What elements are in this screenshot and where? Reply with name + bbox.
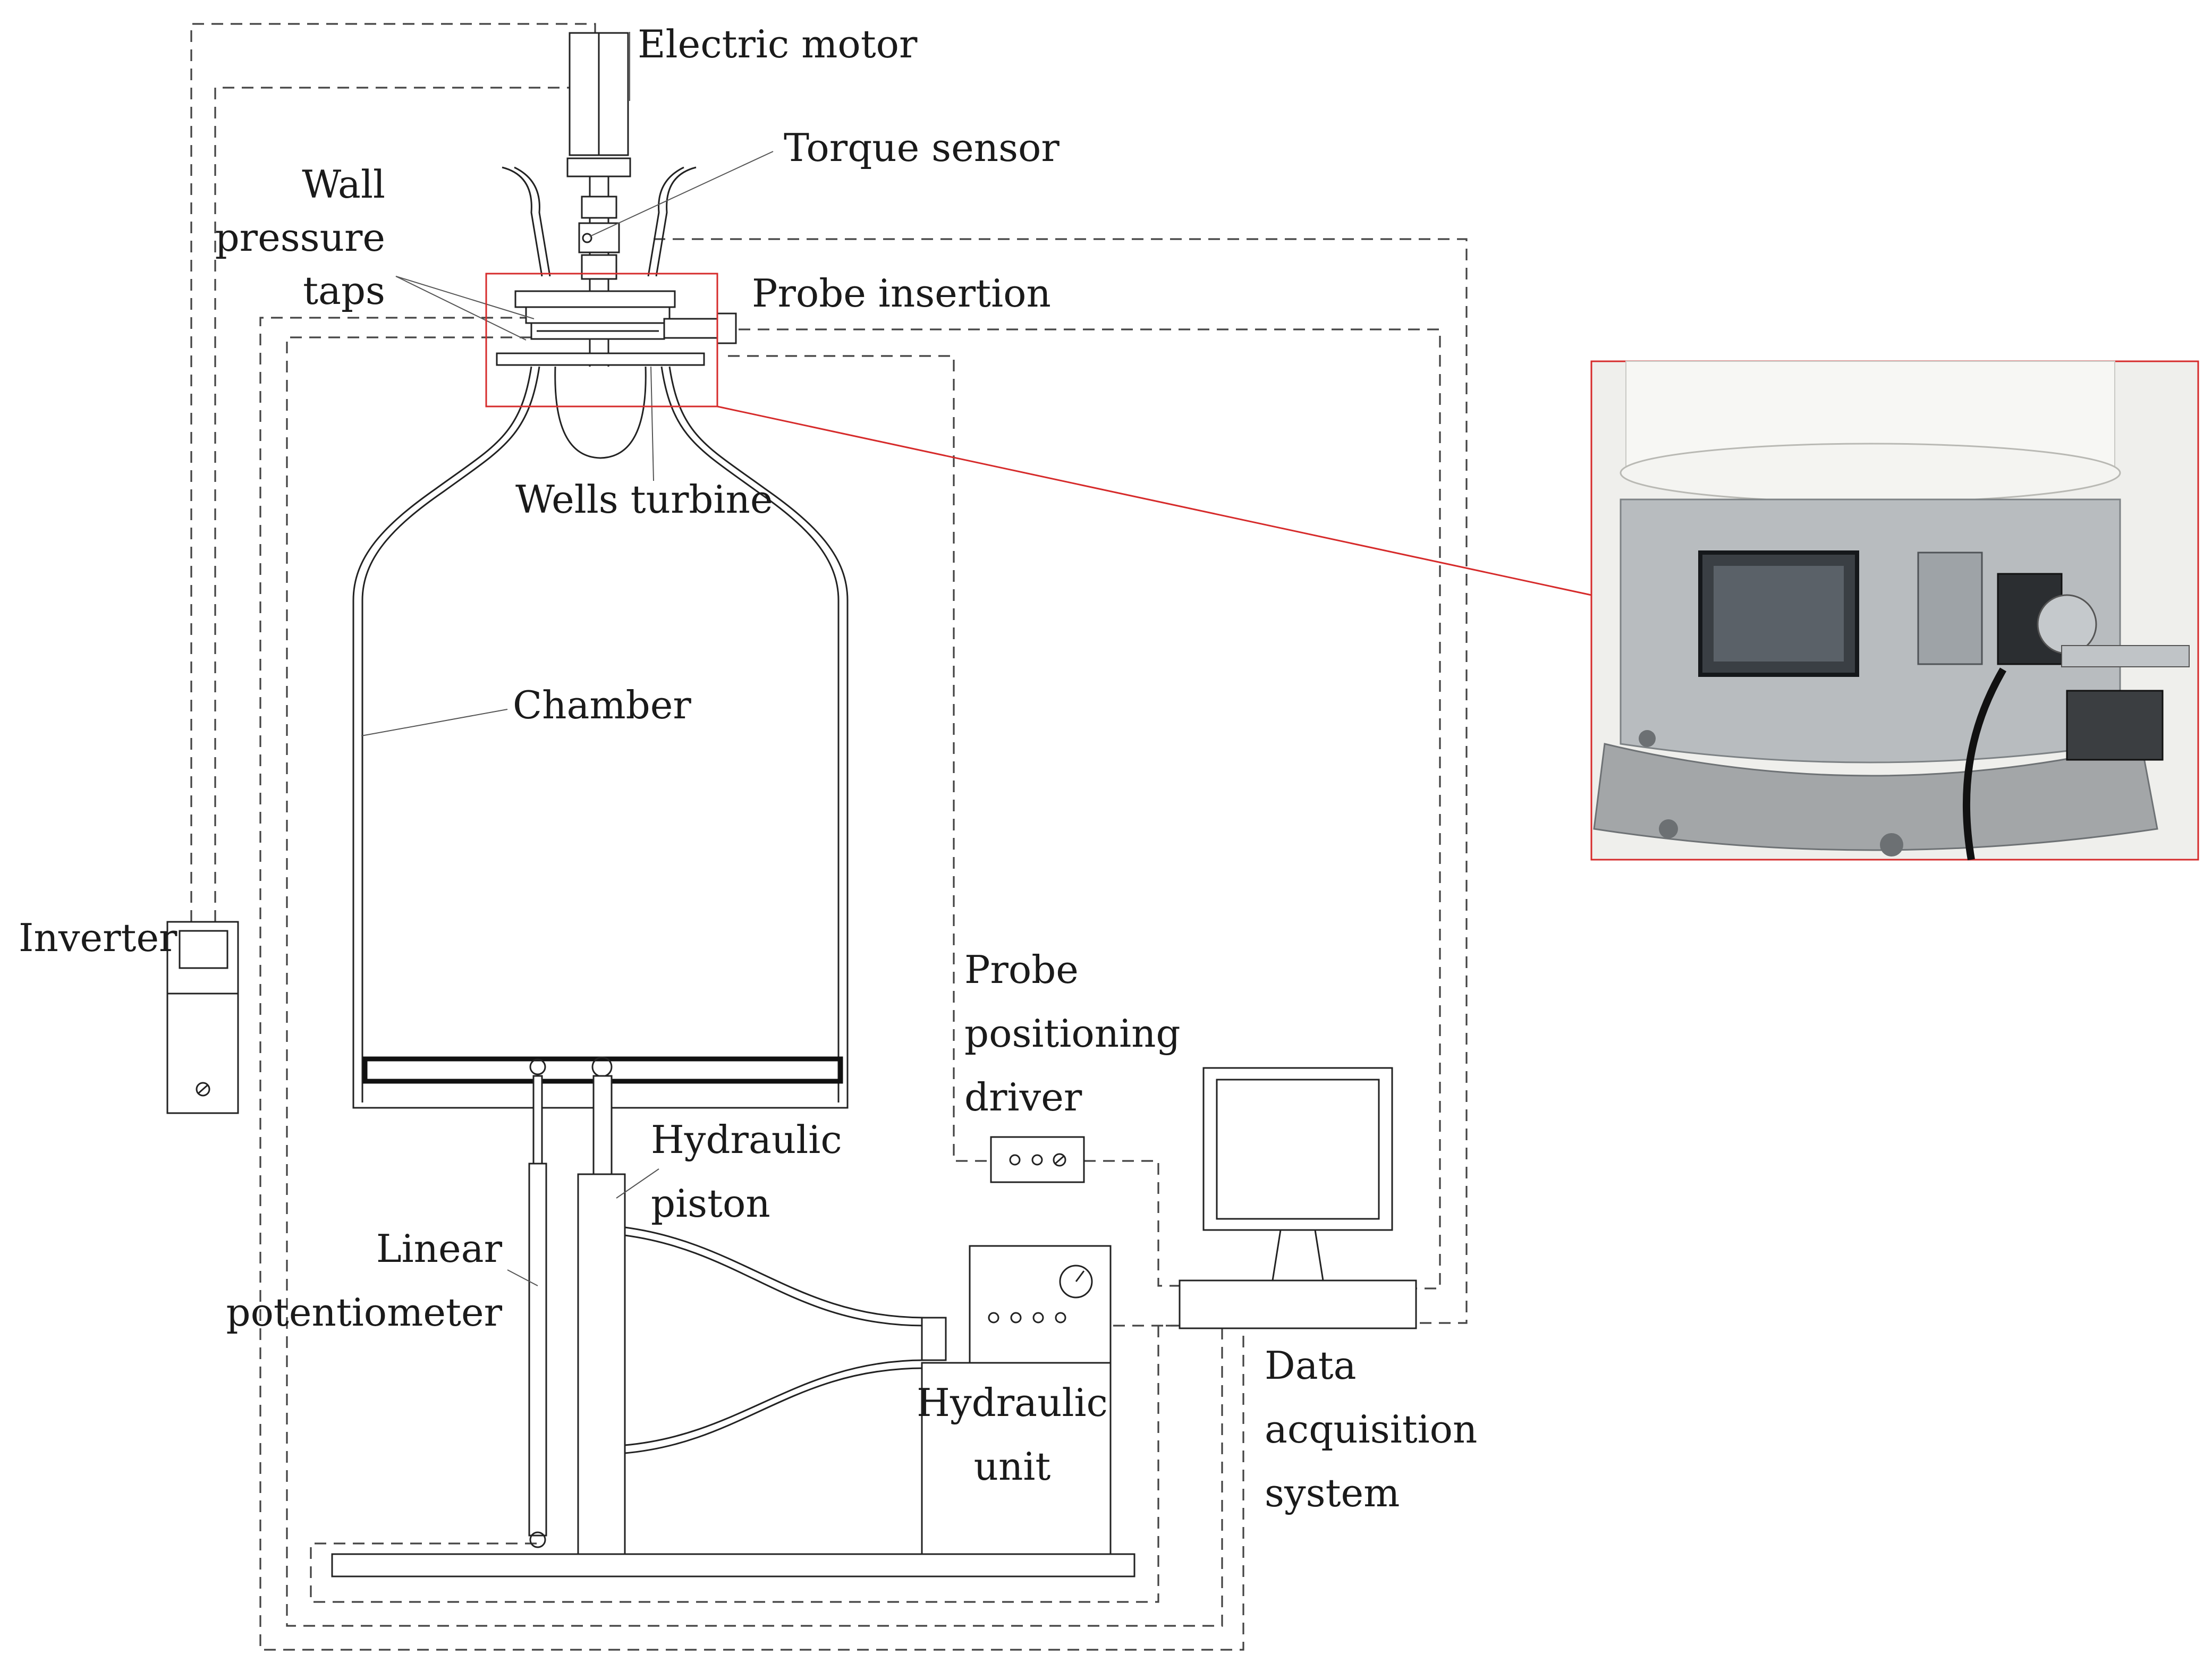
label-probe-pos-line3: driver	[964, 1075, 1082, 1119]
wire-wall-taps-outer	[259, 317, 1244, 1651]
label-wall-line1: Wall	[302, 162, 385, 207]
label-linear-pot-line2: potentiometer	[226, 1290, 502, 1335]
label-electric-motor: Electric motor	[638, 22, 918, 66]
label-inverter: Inverter	[19, 915, 177, 960]
wire-driver-daq	[1084, 1160, 1180, 1287]
hydraulic-unit	[921, 1245, 1112, 1558]
base-plate	[331, 1553, 1135, 1577]
wire-inverter-motor-outer	[190, 23, 596, 922]
pressure-gauge-icon	[1059, 1265, 1093, 1299]
wire-torque-daq	[654, 238, 1468, 1324]
label-torque-sensor: Torque sensor	[784, 125, 1060, 170]
label-probe-pos-line2: positioning	[964, 1011, 1181, 1056]
label-probe-pos-line1: Probe	[964, 947, 1079, 992]
label-hydraulic-piston-line2: piston	[651, 1181, 770, 1226]
daq-box	[1179, 1279, 1417, 1329]
probe-insertion-port	[663, 318, 718, 339]
linear-potentiometer	[528, 1058, 547, 1548]
zoom-callout	[485, 273, 2199, 861]
inverter	[166, 921, 239, 1114]
label-daq-line2: acquisition	[1265, 1407, 1477, 1452]
hydraulic-piston	[577, 1056, 925, 1555]
label-chamber: Chamber	[513, 683, 691, 727]
label-wall-line2: pressure	[215, 215, 385, 260]
torque-sensor	[578, 222, 620, 253]
label-wells-turbine: Wells turbine	[515, 477, 773, 522]
data-acquisition-system	[1179, 1067, 1417, 1329]
turbine-section	[496, 290, 737, 459]
wire-potentiometer	[310, 1325, 1180, 1603]
signal-wires	[190, 23, 1468, 1651]
label-hydraulic-piston-line1: Hydraulic	[651, 1117, 842, 1162]
motor-assembly	[502, 32, 697, 367]
wire-wall-taps-inner	[286, 336, 1223, 1627]
leader-lines	[361, 32, 774, 1286]
label-probe-insertion: Probe insertion	[752, 271, 1051, 316]
probe-positioning-driver	[990, 1136, 1085, 1183]
wire-probe-daq	[739, 328, 1441, 1290]
label-hydraulic-unit-line2: unit	[974, 1444, 1051, 1489]
label-linear-pot-line1: Linear	[376, 1226, 503, 1271]
label-wall-line3: taps	[303, 268, 385, 313]
label-daq-line3: system	[1265, 1471, 1400, 1515]
label-hydraulic-unit-line1: Hydraulic	[917, 1380, 1108, 1425]
label-daq-line1: Data	[1265, 1343, 1357, 1388]
labels: Electric motor Torque sensor Wall pressu…	[19, 22, 1477, 1515]
knob-icon	[196, 1082, 210, 1097]
highlight-box	[485, 273, 718, 408]
